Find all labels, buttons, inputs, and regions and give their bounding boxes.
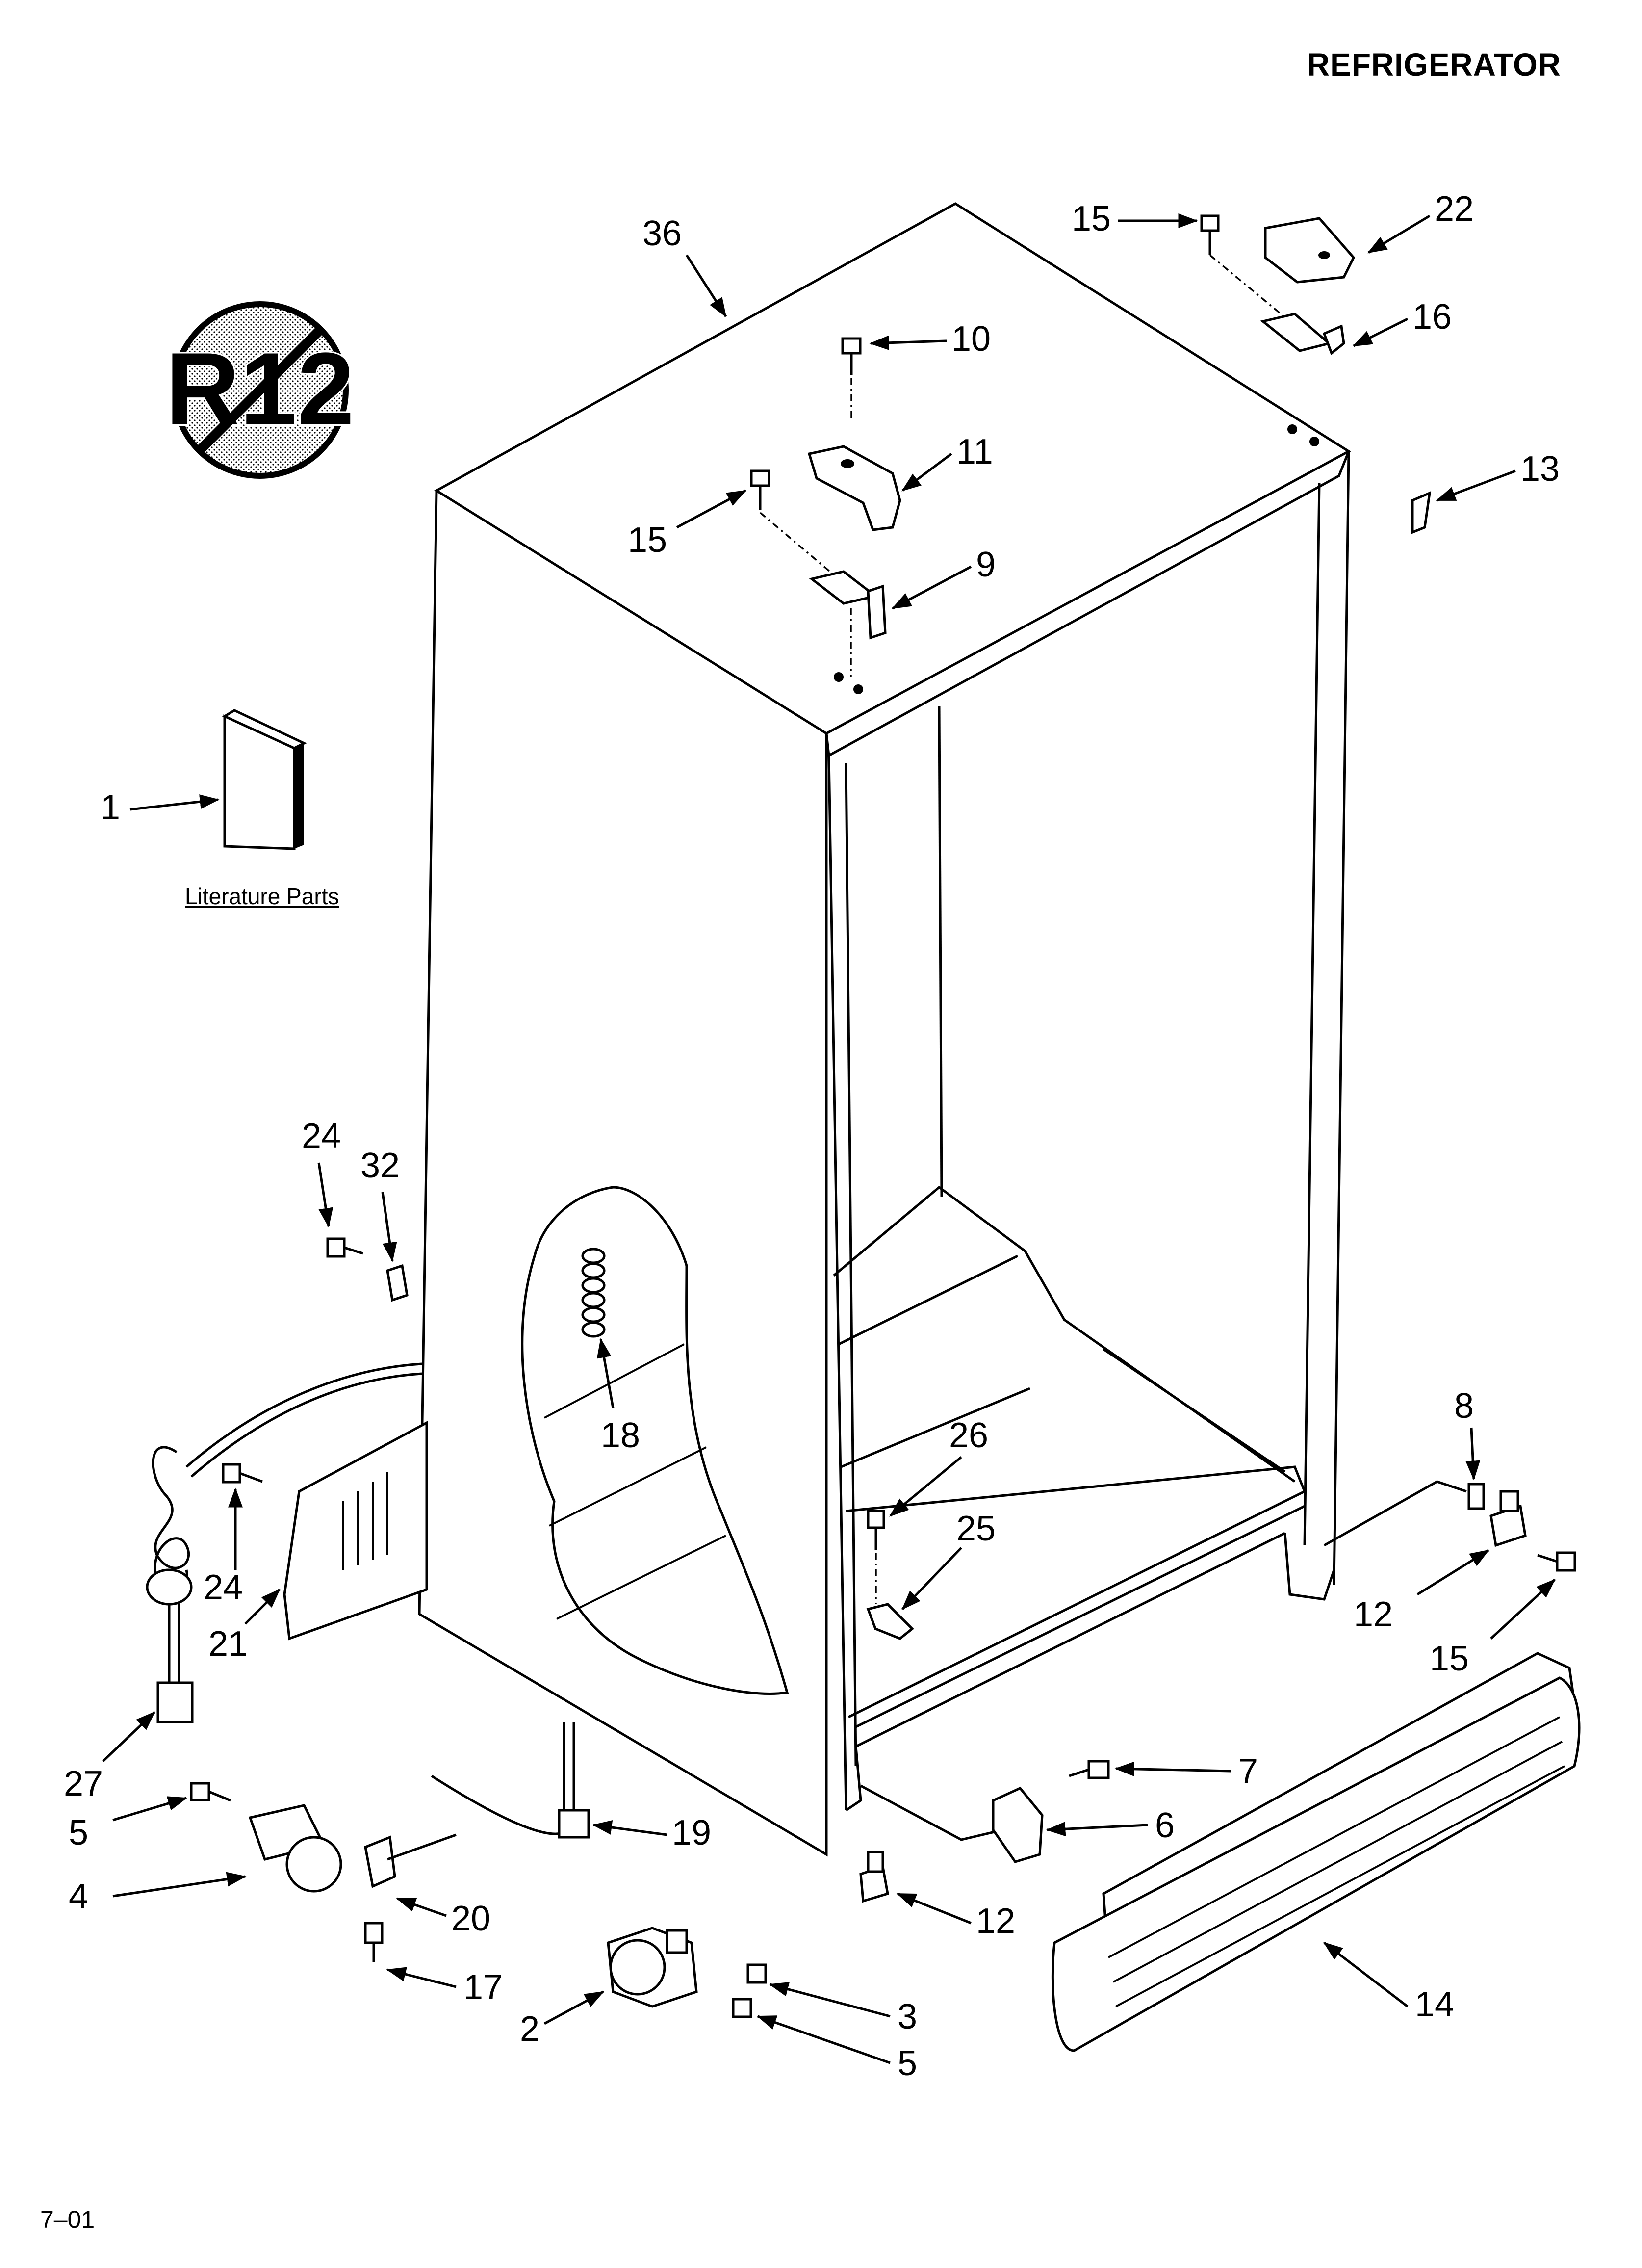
screw-3 [746, 1963, 767, 1984]
callout-14: 14 [1415, 1985, 1454, 2024]
callout-8: 8 [1454, 1386, 1474, 1426]
top-hinge-parts [750, 214, 1432, 677]
page-title: REFRIGERATOR [1307, 47, 1561, 82]
leader-arrows [102, 213, 1556, 2064]
callout-22: 22 [1435, 189, 1474, 229]
screw-5a [190, 1782, 231, 1802]
screw-15a [1200, 214, 1220, 255]
screw-24a [326, 1237, 363, 1258]
callout-20: 20 [451, 1899, 490, 1938]
hinge-9 [809, 570, 887, 640]
callout-7: 7 [1238, 1752, 1258, 1791]
roller-4 [248, 1804, 342, 1893]
callout-36: 36 [642, 214, 682, 253]
spring [581, 1248, 606, 1338]
callout-11: 11 [956, 432, 993, 471]
clip-32 [386, 1264, 409, 1302]
bracket-6 [992, 1786, 1044, 1863]
bottom-right-parts [859, 1480, 1581, 2052]
callout-16: 16 [1412, 297, 1452, 337]
callout-13: 13 [1520, 449, 1560, 489]
screw-25 [867, 1510, 885, 1550]
literature-booklet [222, 709, 307, 850]
bracket-12b [859, 1851, 889, 1903]
screw-5b [732, 1998, 752, 2018]
left-side-parts [146, 1237, 428, 1723]
no-r12-symbol: R12 [164, 301, 356, 479]
hinge-16 [1260, 313, 1345, 356]
base-grille-14 [1051, 1652, 1581, 2052]
callout-24: 24 [302, 1117, 341, 1156]
page-code: 7–01 [40, 2206, 95, 2233]
leveling-bracket-2 [607, 1927, 698, 2008]
bracket-12a [1489, 1490, 1527, 1547]
callout-4: 4 [69, 1877, 88, 1916]
callout-6: 6 [1155, 1806, 1175, 1845]
callout-25: 25 [956, 1509, 996, 1548]
callout-26: 26 [949, 1416, 988, 1455]
callout-1: 1 [101, 788, 120, 827]
callout-2: 2 [520, 2009, 539, 2049]
screw-7 [1069, 1760, 1110, 1779]
screw-10 [841, 337, 862, 375]
callout-17: 17 [463, 1968, 503, 2007]
screw-17 [364, 1922, 384, 1962]
callout-9: 9 [976, 545, 996, 584]
callout-12: 12 [976, 1902, 1015, 1941]
literature-parts-label: Literature Parts [185, 884, 339, 909]
callout-5: 5 [898, 2044, 917, 2083]
callout-15: 15 [1430, 1639, 1469, 1678]
power-cord-27 [146, 1446, 194, 1723]
callout-labels: 36 15 22 16 10 11 13 15 9 1 24 32 18 26 … [64, 189, 1560, 2083]
screw-15b [750, 469, 770, 510]
callout-27: 27 [64, 1764, 103, 1803]
callout-3: 3 [898, 1997, 917, 2036]
callout-5: 5 [69, 1813, 88, 1852]
callout-12: 12 [1354, 1595, 1393, 1634]
water-tube-19 [558, 1809, 590, 1839]
callout-24: 24 [204, 1568, 243, 1607]
cam-25 [866, 1603, 914, 1640]
clamp-20 [364, 1835, 396, 1888]
electrical-cover-21 [283, 1420, 428, 1641]
r12-text: R12 [165, 331, 354, 446]
clip-8 [1467, 1483, 1485, 1510]
callout-21: 21 [208, 1624, 248, 1664]
callout-15: 15 [1072, 199, 1111, 238]
refrigerator-cabinet [418, 202, 1351, 1857]
callout-32: 32 [360, 1146, 400, 1185]
hinge-cover-11 [807, 445, 901, 531]
callout-10: 10 [951, 319, 991, 359]
callout-15: 15 [628, 521, 667, 560]
cutaway-window [521, 1186, 789, 1695]
bottom-left-parts [190, 1722, 767, 2018]
screw-15c [1537, 1551, 1576, 1572]
hinge-cover-22 [1264, 217, 1355, 284]
callout-18: 18 [601, 1416, 640, 1455]
clip-13 [1411, 491, 1432, 534]
screw-24b [222, 1463, 263, 1484]
callout-19: 19 [672, 1813, 711, 1852]
